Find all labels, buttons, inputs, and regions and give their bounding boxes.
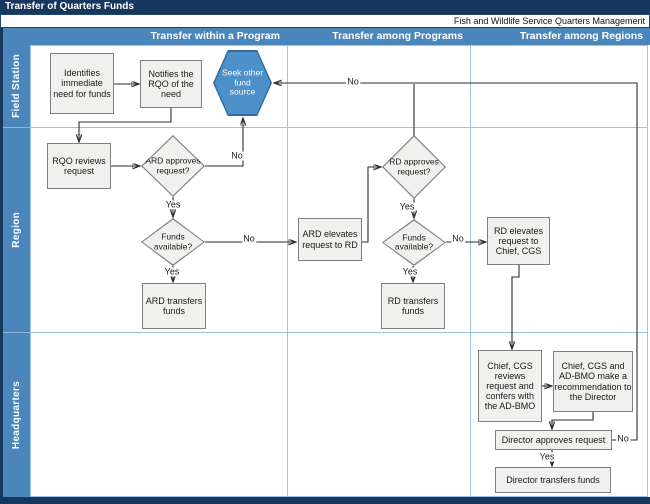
flow-node-rd-elevates: RD elevates request to Chief, CGS xyxy=(487,217,550,265)
lane-label-text: Headquarters xyxy=(11,381,22,450)
left-border xyxy=(0,28,3,497)
node-label: Funds available? xyxy=(394,231,434,252)
node-label: ARD elevates request to RD xyxy=(302,229,358,250)
flow-node-director-approves: Director approves request xyxy=(495,430,612,450)
lane-divider-1 xyxy=(30,127,648,128)
edge-label-yes: Yes xyxy=(538,451,556,462)
edge-label-yes: Yes xyxy=(398,201,416,212)
node-label: Director approves request xyxy=(501,434,606,445)
edge-label-no: No xyxy=(230,150,244,161)
lane-label-field-station: Field Station xyxy=(3,45,30,127)
node-label: ARD approves request? xyxy=(145,155,201,175)
node-label: Identifies immediate need for funds xyxy=(53,68,111,99)
column-header-bar: Transfer within a Program Transfer among… xyxy=(0,28,650,45)
flow-node-notifies-rqo: Notifies the RQO of the need xyxy=(140,60,202,108)
flow-node-ard-transfers: ARD transfers funds xyxy=(142,283,206,329)
flow-node-chief-recommends: Chief, CGS and AD-BMO make a recommendat… xyxy=(553,351,633,412)
column-header-within-program: Transfer within a Program xyxy=(150,30,280,42)
lane-divider-2 xyxy=(30,332,648,333)
column-divider-1 xyxy=(287,45,288,497)
node-label: Chief, CGS and AD-BMO make a recommendat… xyxy=(554,361,632,402)
flow-node-director-transfers: Director transfers funds xyxy=(495,467,611,493)
node-label: RD approves request? xyxy=(389,156,439,176)
flow-node-identifies-need: Identifies immediate need for funds xyxy=(50,53,114,114)
node-label: Notifies the RQO of the need xyxy=(148,68,194,100)
flow-node-chief-reviews: Chief, CGS reviews request and confers w… xyxy=(478,350,542,422)
flow-node-ard-elevates: ARD elevates request to RD xyxy=(298,218,362,261)
column-divider-2 xyxy=(470,45,471,497)
node-label: Director transfers funds xyxy=(506,474,600,485)
node-label: RD transfers funds xyxy=(387,295,439,316)
node-label: RD elevates request to Chief, CGS xyxy=(493,225,544,257)
node-label: Funds available? xyxy=(153,231,193,251)
edge-label-no: No xyxy=(451,233,465,244)
edge-label-no: No xyxy=(242,233,256,244)
bottom-border xyxy=(0,497,650,504)
edge-label-no: No xyxy=(346,76,360,87)
node-label: Chief, CGS reviews request and confers w… xyxy=(484,360,536,412)
flow-node-rqo-reviews: RQO reviews request xyxy=(47,143,111,189)
page-title: Transfer of Quarters Funds xyxy=(0,0,650,14)
column-header-among-regions: Transfer among Regions xyxy=(519,30,643,42)
edge-label-yes: Yes xyxy=(401,266,419,277)
flow-node-rd-transfers: RD transfers funds xyxy=(381,283,445,329)
lane-label-text: Field Station xyxy=(11,53,22,118)
lane-label-text: Region xyxy=(11,212,22,248)
column-header-among-programs: Transfer among Programs xyxy=(332,30,463,42)
page-subtitle: Fish and Wildlife Service Quarters Manag… xyxy=(0,14,650,28)
edge-label-no: No xyxy=(616,433,630,444)
lane-label-headquarters: Headquarters xyxy=(3,332,30,497)
lane-label-region: Region xyxy=(3,126,30,333)
node-label: ARD transfers funds xyxy=(145,295,203,316)
edge-label-yes: Yes xyxy=(164,199,182,210)
edge-label-yes: Yes xyxy=(163,266,181,277)
node-label: RQO reviews request xyxy=(52,155,106,176)
node-label: Seek other fund source xyxy=(221,67,264,97)
lane-sidebar: Field Station Region Headquarters xyxy=(3,45,30,497)
